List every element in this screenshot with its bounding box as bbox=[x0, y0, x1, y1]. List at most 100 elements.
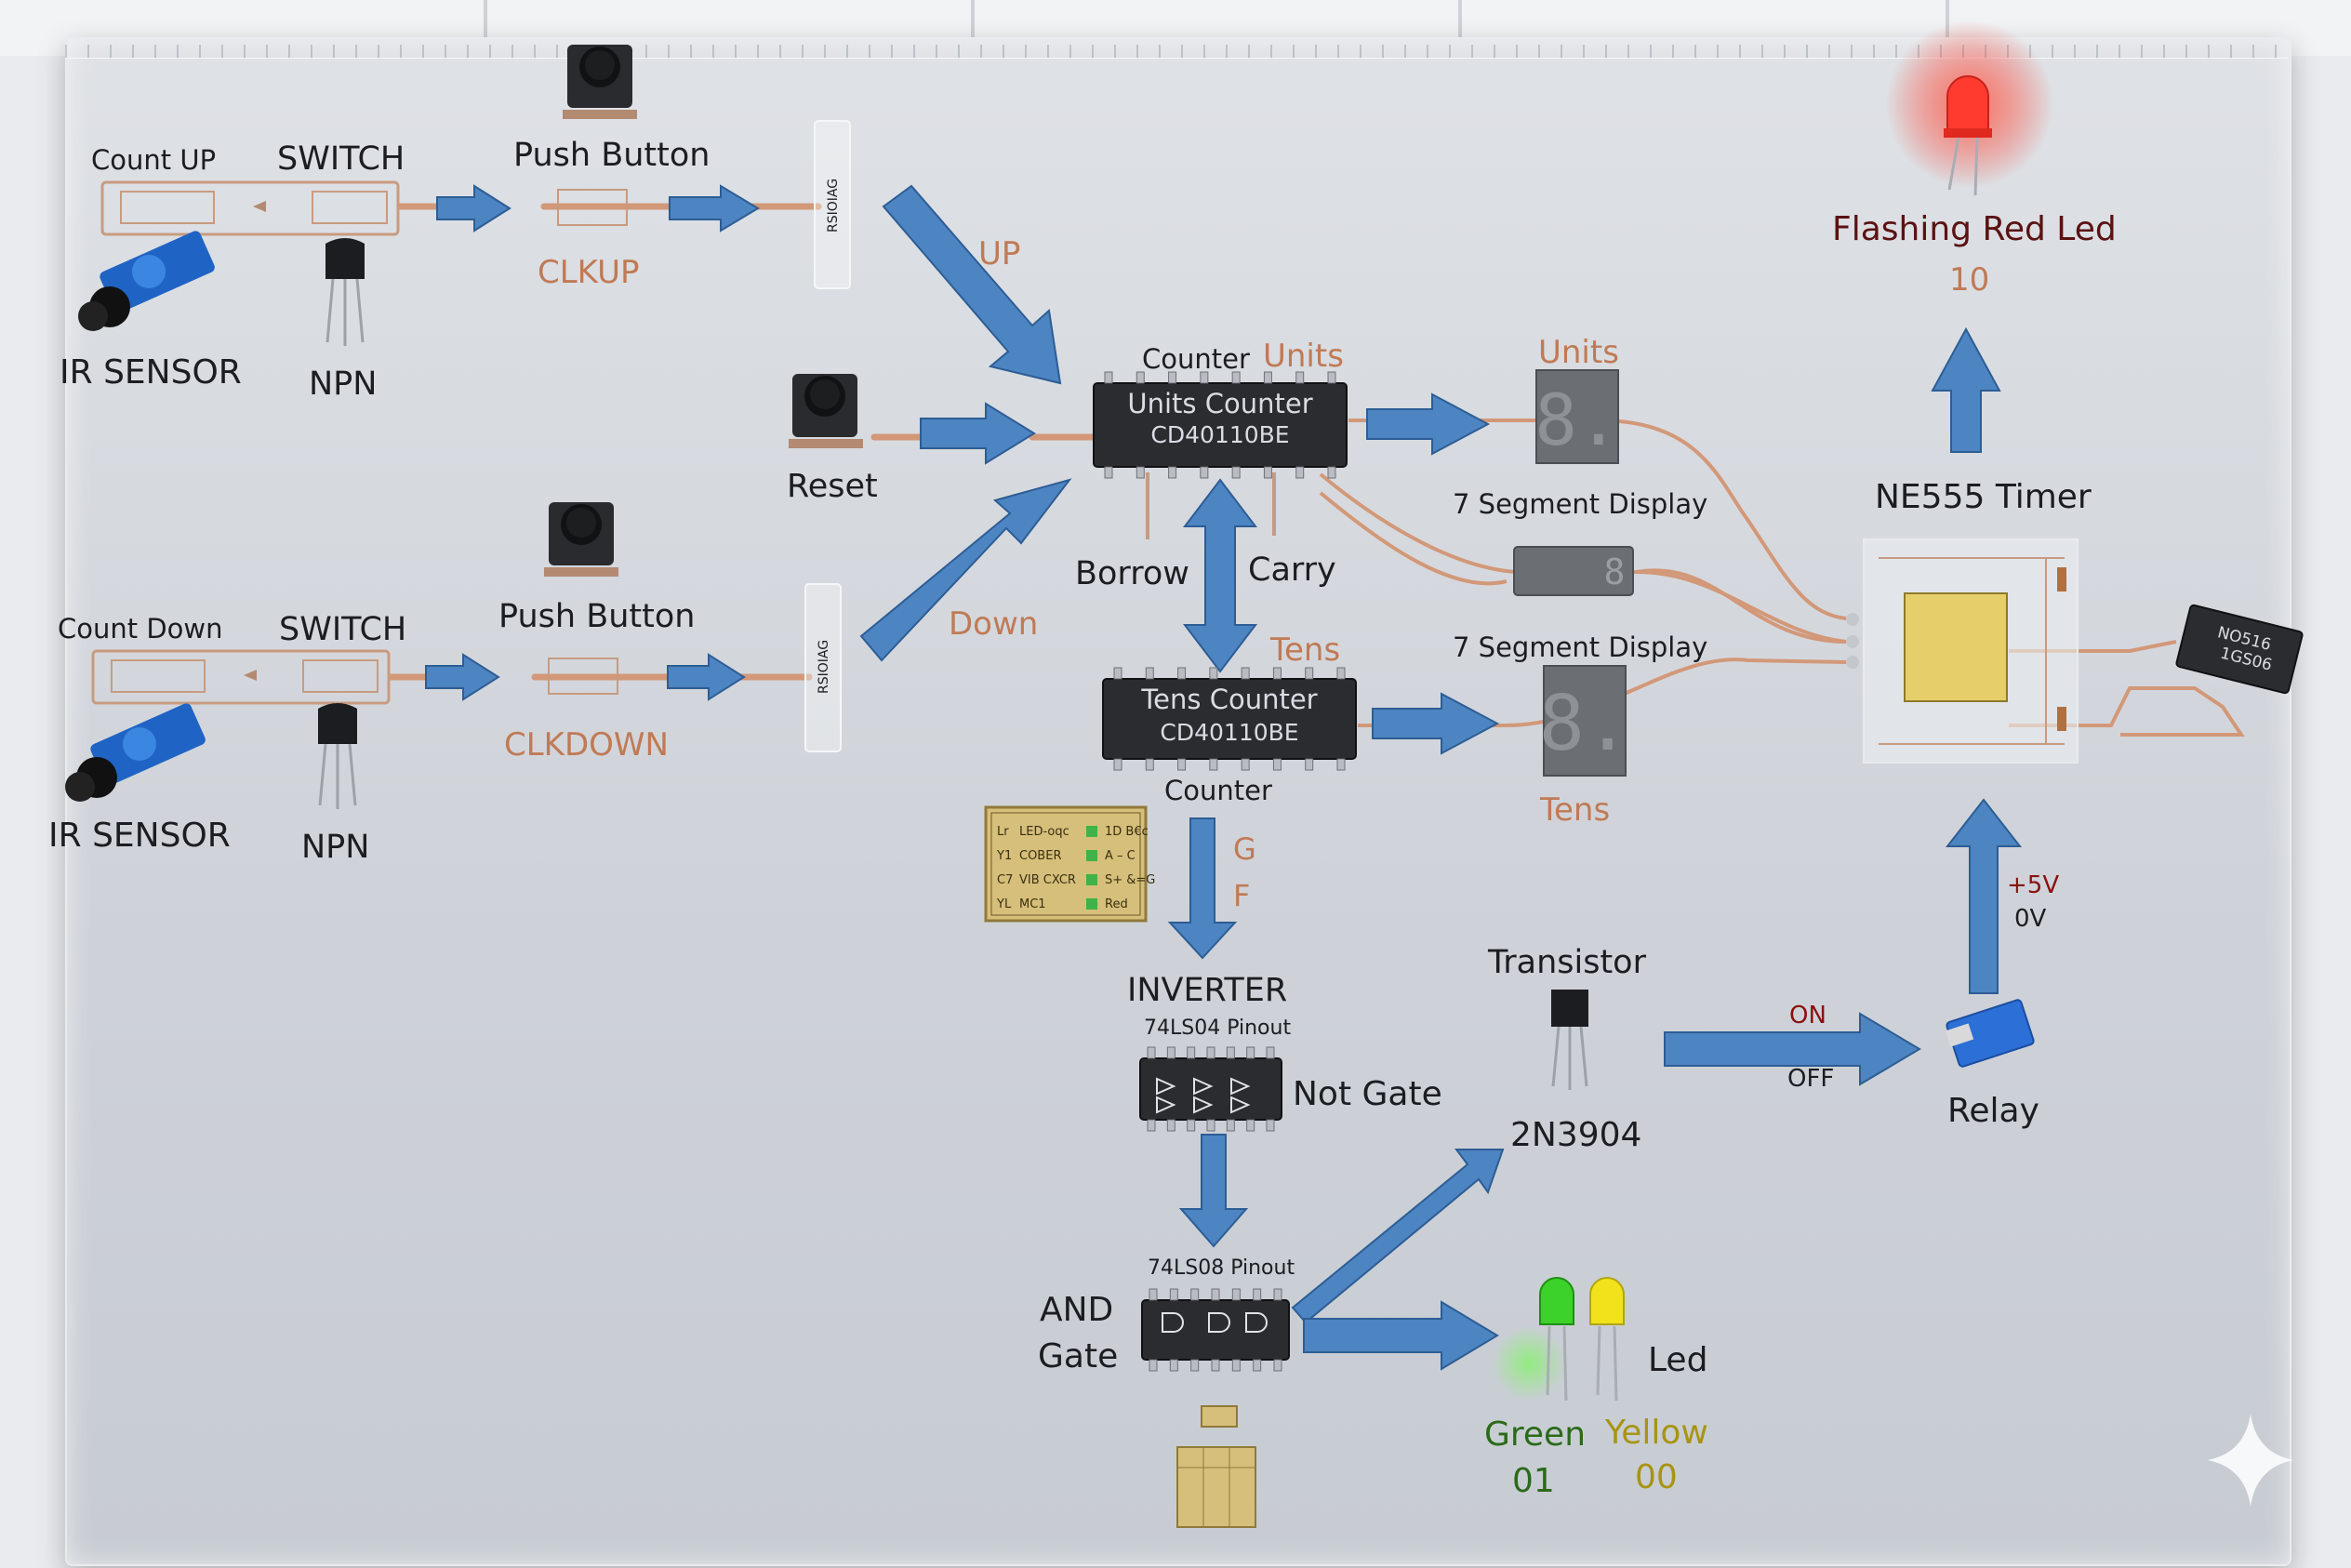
chip-pin bbox=[1148, 1047, 1155, 1058]
chip-pin bbox=[1136, 467, 1144, 478]
legend-cell: A – C bbox=[1105, 849, 1136, 863]
arrow-switch-to-button-down bbox=[426, 655, 498, 699]
chip-pin bbox=[1306, 668, 1313, 679]
chip-pin bbox=[1242, 759, 1249, 770]
chip-pin bbox=[1274, 1360, 1282, 1371]
chip-pin bbox=[1149, 1360, 1157, 1371]
chip-pin bbox=[1178, 759, 1186, 770]
npn-down-label: NPN bbox=[301, 829, 369, 866]
chip-pin bbox=[1247, 1120, 1255, 1131]
chip-pin bbox=[1328, 467, 1335, 478]
inverter-pinout-label: 74LS04 Pinout bbox=[1144, 1017, 1291, 1040]
switch-up-pad-right bbox=[312, 192, 387, 223]
counter-top-label: Counter bbox=[1142, 343, 1250, 375]
legend-cell: COBER bbox=[1019, 849, 1061, 863]
inverter-label: INVERTER bbox=[1127, 972, 1287, 1009]
units-copper-label: Units bbox=[1263, 338, 1344, 375]
arrow-reset-to-counter bbox=[921, 404, 1034, 463]
units-counter-chip[interactable]: Units Counter CD40110BE bbox=[1094, 383, 1347, 467]
2n3904-label: 2N3904 bbox=[1510, 1116, 1641, 1154]
units-display-label: Units bbox=[1538, 334, 1619, 371]
svg-text:8.: 8. bbox=[1534, 379, 1620, 461]
arrow-up-to-counter bbox=[883, 186, 1060, 383]
ir-sensor-icon[interactable] bbox=[78, 229, 217, 331]
arrow-button-to-resistor-down bbox=[668, 655, 744, 699]
chip-pin bbox=[1227, 1047, 1234, 1058]
npn-transistor-icon[interactable] bbox=[1551, 990, 1588, 1090]
seven-segment-icon: 8 bbox=[1514, 547, 1633, 595]
chip-pin bbox=[1212, 1360, 1219, 1371]
f-label: F bbox=[1233, 878, 1250, 913]
arrow-switch-to-button-up bbox=[437, 186, 510, 231]
flashing-red-led-label: Flashing Red Led bbox=[1832, 210, 2117, 248]
svg-text:8: 8 bbox=[1604, 551, 1626, 592]
chip-pin bbox=[1201, 467, 1208, 478]
chip-pin bbox=[1210, 668, 1217, 679]
push-button-icon[interactable] bbox=[544, 502, 618, 577]
chip-pin bbox=[1254, 1289, 1261, 1300]
arrow-inverter-to-and bbox=[1181, 1135, 1246, 1246]
chip-pin bbox=[1191, 1360, 1199, 1371]
chip-pin bbox=[1264, 467, 1271, 478]
reset-label: Reset bbox=[787, 468, 878, 505]
chip-pin bbox=[1148, 1120, 1155, 1131]
arrow-timer-to-red-led bbox=[1933, 329, 1999, 452]
sparkle-icon bbox=[2208, 1414, 2293, 1507]
tens-counter-title: Tens Counter bbox=[1140, 684, 1317, 715]
chip-pin bbox=[1114, 668, 1122, 679]
chip-pin bbox=[1170, 1289, 1177, 1300]
ir-sensor-icon[interactable] bbox=[65, 701, 207, 802]
and-label-1: AND bbox=[1040, 1291, 1113, 1329]
arrow-counter-to-inverter bbox=[1170, 818, 1235, 958]
clkup-label: CLKUP bbox=[538, 254, 639, 291]
relay-icon[interactable] bbox=[1946, 999, 2035, 1068]
switch-up-pcb bbox=[102, 182, 398, 234]
chip-pin bbox=[1167, 1047, 1175, 1058]
chip-pin bbox=[1337, 668, 1345, 679]
transistor-label: Transistor bbox=[1487, 944, 1647, 981]
off-label: OFF bbox=[1787, 1065, 1834, 1093]
legend-cell: C7 bbox=[997, 873, 1013, 887]
chip-pin bbox=[1188, 1047, 1195, 1058]
push-button-up-label: Push Button bbox=[513, 137, 710, 174]
switch-down-label: SWITCH bbox=[279, 611, 406, 648]
switch-down-pad-right bbox=[303, 660, 378, 692]
resistor-down-mark: RSIOIAG bbox=[817, 640, 831, 694]
chip-pin bbox=[1146, 668, 1153, 679]
arrow-and-to-transistor bbox=[1293, 1149, 1503, 1322]
chip-pin bbox=[1167, 1120, 1175, 1131]
ne555-chip[interactable]: NO516 1GS06 bbox=[2176, 605, 2304, 694]
switch-down-mini-arrow bbox=[244, 670, 257, 681]
g-label: G bbox=[1233, 831, 1256, 867]
inverter-chip[interactable] bbox=[1140, 1058, 1282, 1120]
and-gate-chip[interactable] bbox=[1142, 1300, 1289, 1360]
push-button-icon[interactable] bbox=[563, 45, 637, 119]
legend-swatch bbox=[1086, 874, 1097, 885]
legend-card: LrLED-oqc1D B€cY1COBERA – CC7VIB CXCRS+ … bbox=[986, 807, 1155, 921]
chip-pin bbox=[1232, 467, 1240, 478]
chip-pin bbox=[1273, 759, 1281, 770]
chip-pin bbox=[1274, 1289, 1282, 1300]
seven-segment-icon: 8. bbox=[1534, 370, 1620, 463]
legend-cell: Y1 bbox=[996, 849, 1012, 863]
reset-button[interactable] bbox=[789, 374, 863, 448]
chip-pin bbox=[1169, 467, 1176, 478]
npn-transistor-icon[interactable] bbox=[325, 238, 365, 346]
ic-chip-icon bbox=[1142, 1300, 1289, 1360]
0v-label: 0V bbox=[2014, 905, 2047, 933]
green-label: Green bbox=[1484, 1415, 1586, 1454]
chip-pin bbox=[1191, 1289, 1199, 1300]
tens-counter-chip[interactable]: Tens Counter CD40110BE bbox=[1103, 679, 1356, 759]
arrow-and-to-leds bbox=[1304, 1302, 1497, 1369]
truth-table-card bbox=[1177, 1406, 1255, 1527]
resistor-up-mark: RSIOIAG bbox=[826, 179, 841, 233]
chip-pin bbox=[1337, 759, 1345, 770]
npn-transistor-icon[interactable] bbox=[318, 703, 357, 809]
legend-swatch bbox=[1086, 826, 1097, 837]
switch-up-label: SWITCH bbox=[277, 140, 405, 178]
led-icon[interactable] bbox=[1590, 1278, 1624, 1401]
switch-up-mini-arrow bbox=[253, 201, 266, 212]
count-up-label: Count UP bbox=[91, 144, 216, 176]
chip-pin bbox=[1207, 1120, 1215, 1131]
